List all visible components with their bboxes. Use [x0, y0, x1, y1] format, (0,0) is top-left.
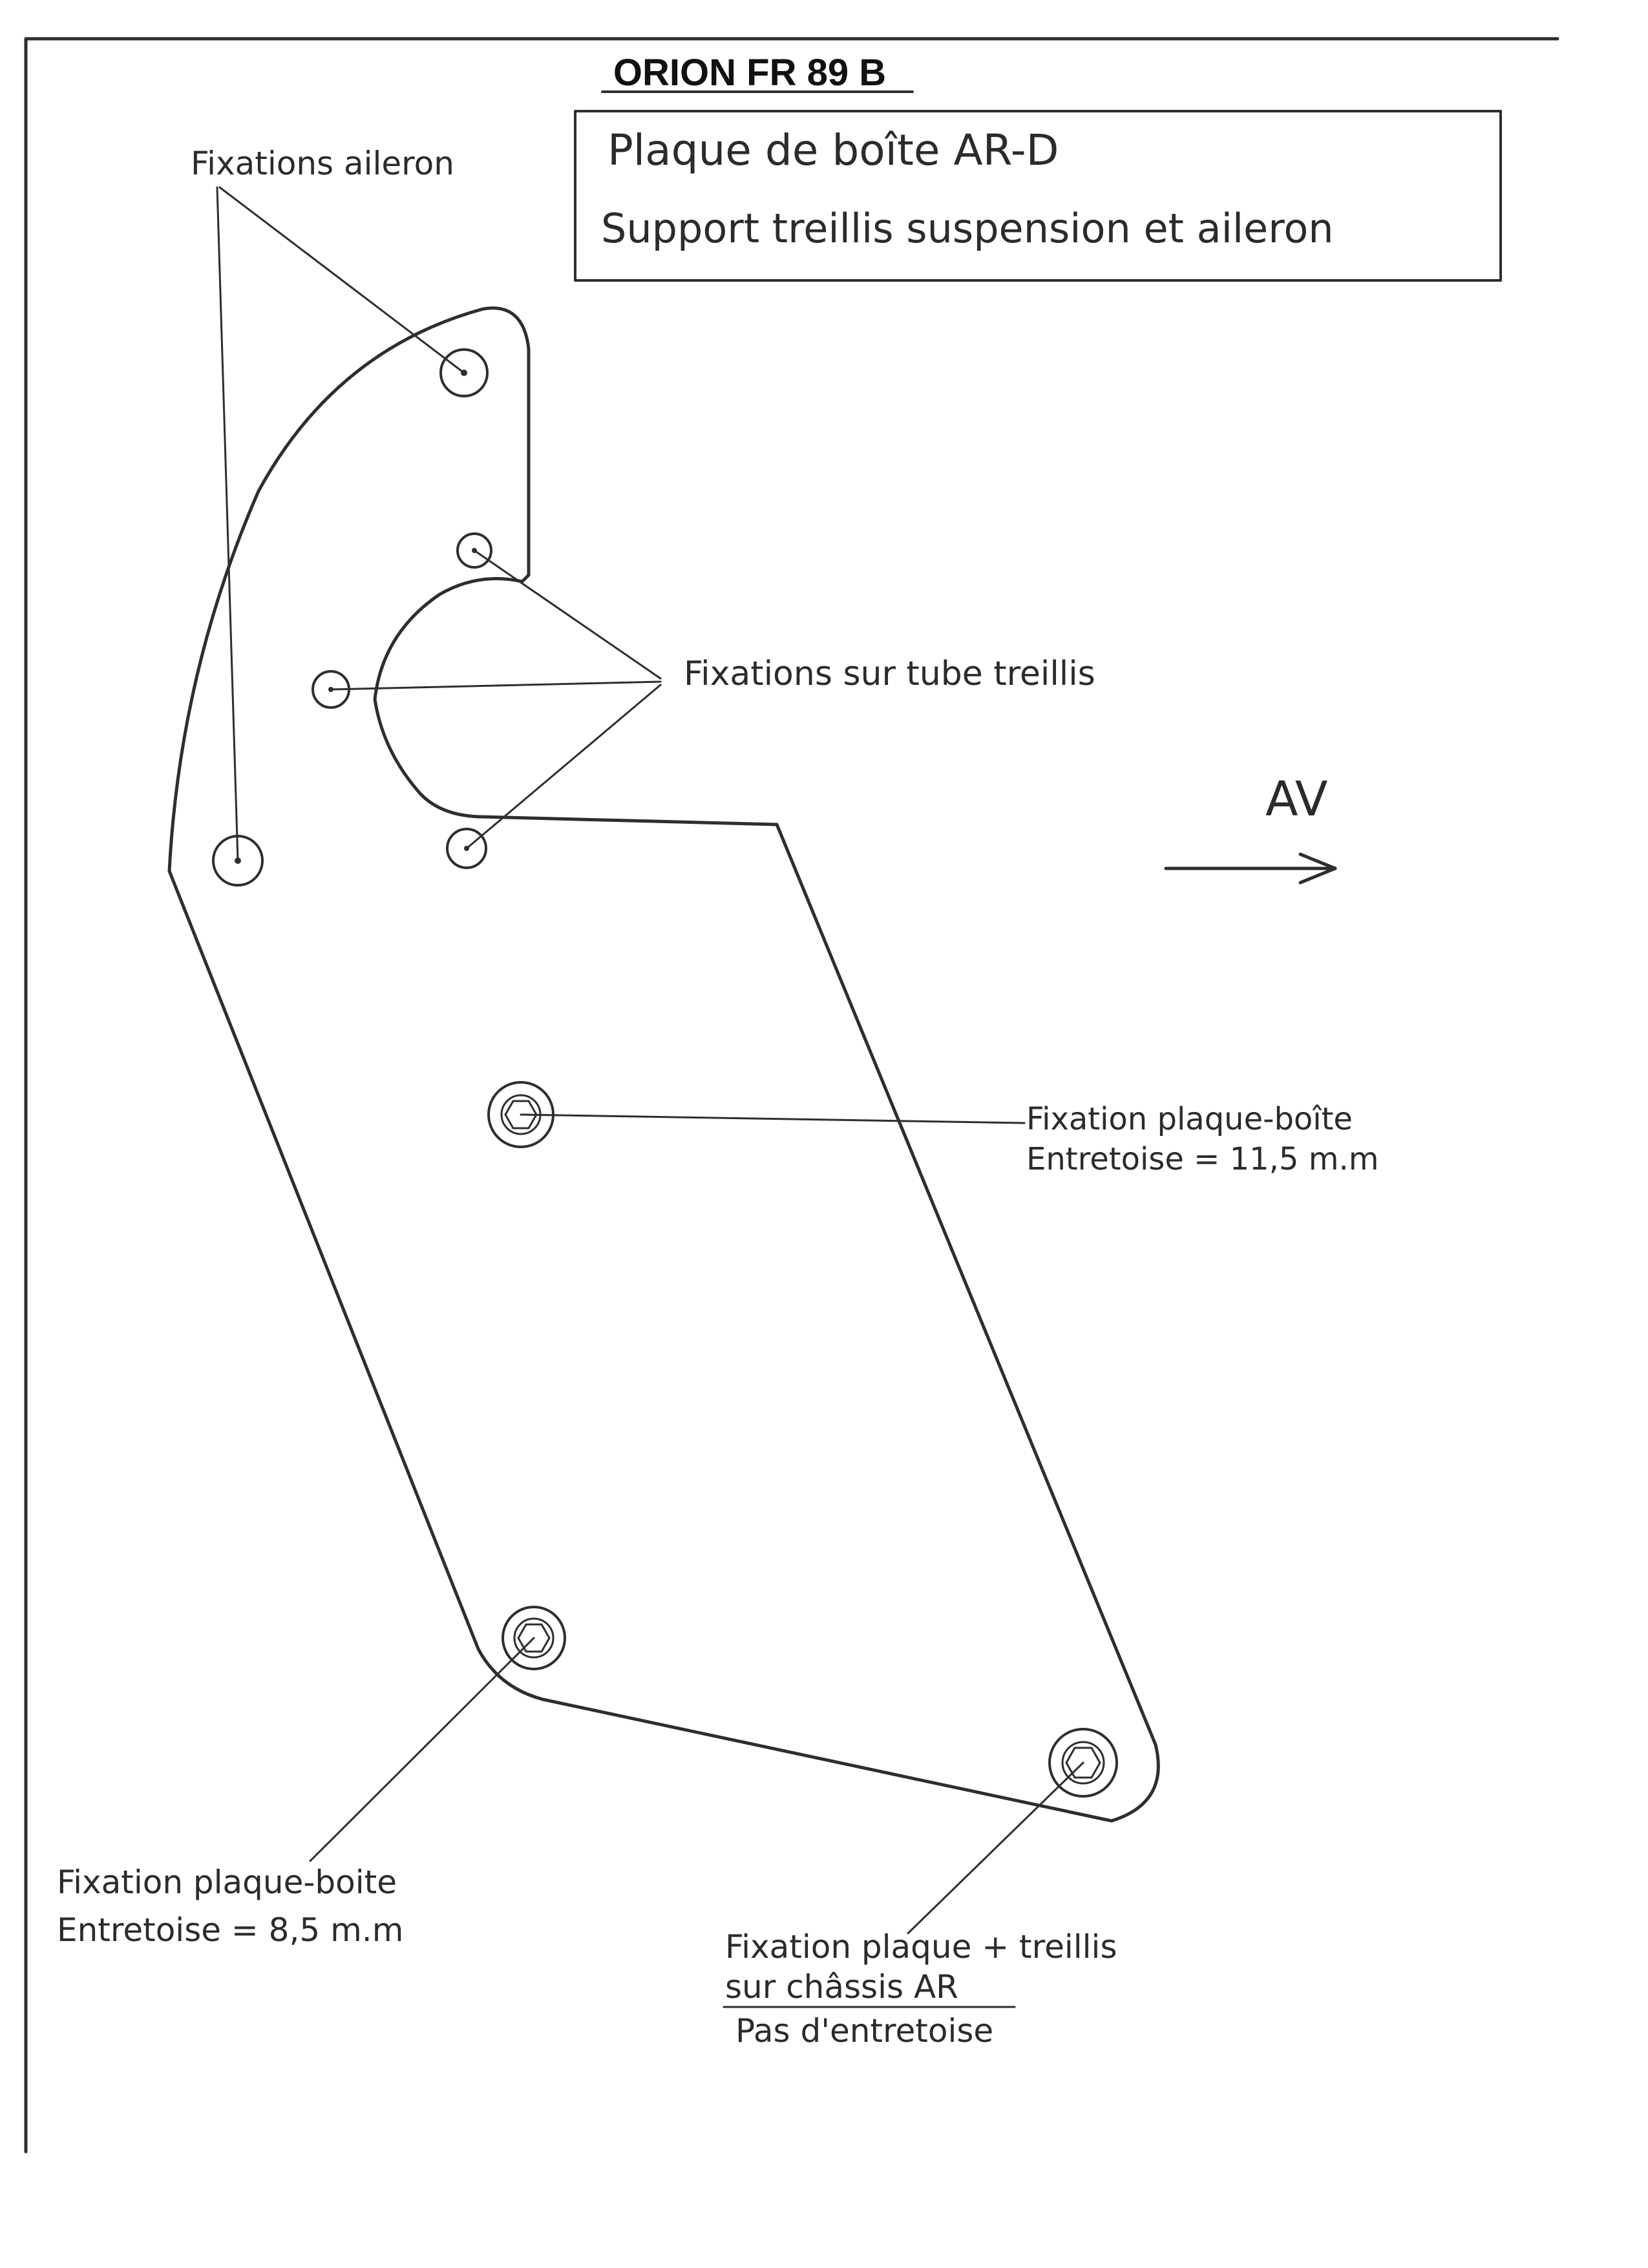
aileron-leader-lines: [216, 186, 465, 862]
hex-bolt-left: [502, 1606, 566, 1670]
label-fixation-mid-2: Entretoise = 11,5 m.m: [1026, 1141, 1379, 1177]
label-fixation-left-2: Entretoise = 8,5 m.m: [57, 1911, 403, 1949]
label-fixation-right-3: Pas d'entretoise: [735, 2012, 993, 2050]
title-box: [574, 110, 1502, 282]
page-title: ORION FR 89 B: [613, 52, 886, 94]
label-fixation-left-1: Fixation plaque-boite: [57, 1864, 397, 1901]
label-fixations-tube: Fixations sur tube treillis: [684, 655, 1095, 693]
plate-outline: [167, 306, 1160, 1823]
title-box-line2: Support treillis suspension et aileron: [601, 205, 1334, 252]
direction-label: AV: [1265, 772, 1328, 827]
title-box-line1: Plaque de boîte AR-D: [607, 125, 1059, 175]
left-bolt-leader-line: [309, 1637, 535, 1862]
tube-leader-lines: [330, 549, 662, 850]
label-fixation-right-1: Fixation plaque + treillis: [725, 1928, 1117, 1966]
label-fixation-right-2: sur châssis AR: [725, 1968, 958, 2006]
hex-bolt-right: [1048, 1728, 1118, 1798]
mid-bolt-leader-line: [520, 1113, 1026, 1124]
label-fixation-mid-1: Fixation plaque-boîte: [1026, 1101, 1353, 1137]
label-fixations-aileron: Fixations aileron: [191, 145, 454, 182]
right-bolt-leader-line: [907, 1761, 1084, 1935]
direction-arrow: [1164, 852, 1337, 885]
